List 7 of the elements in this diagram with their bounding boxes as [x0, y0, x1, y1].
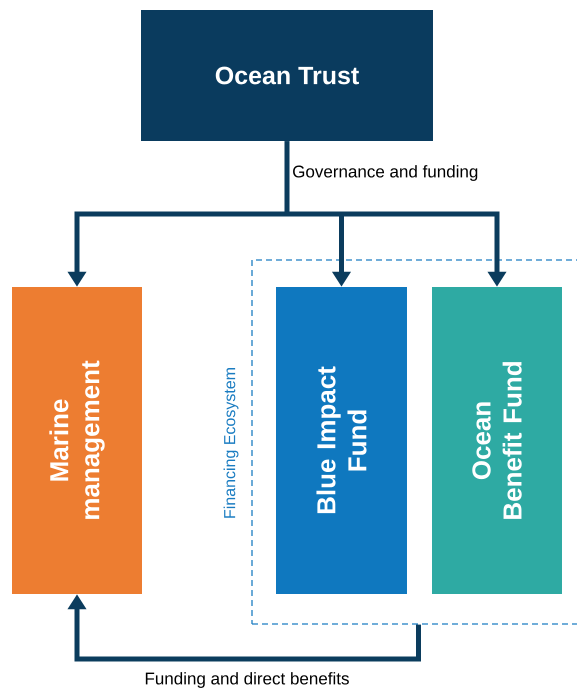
trust-box: Ocean Trust — [141, 10, 433, 141]
edge-label: Funding and direct benefits — [143, 671, 351, 689]
edge-label: Governance and funding — [291, 164, 480, 182]
fund-box: Marine management — [12, 287, 142, 594]
fund-box: Blue Impact Fund — [276, 287, 407, 594]
node-label: Financing Ecosystem — [224, 368, 238, 518]
fund-box: Ocean Benefit Fund — [432, 287, 562, 594]
